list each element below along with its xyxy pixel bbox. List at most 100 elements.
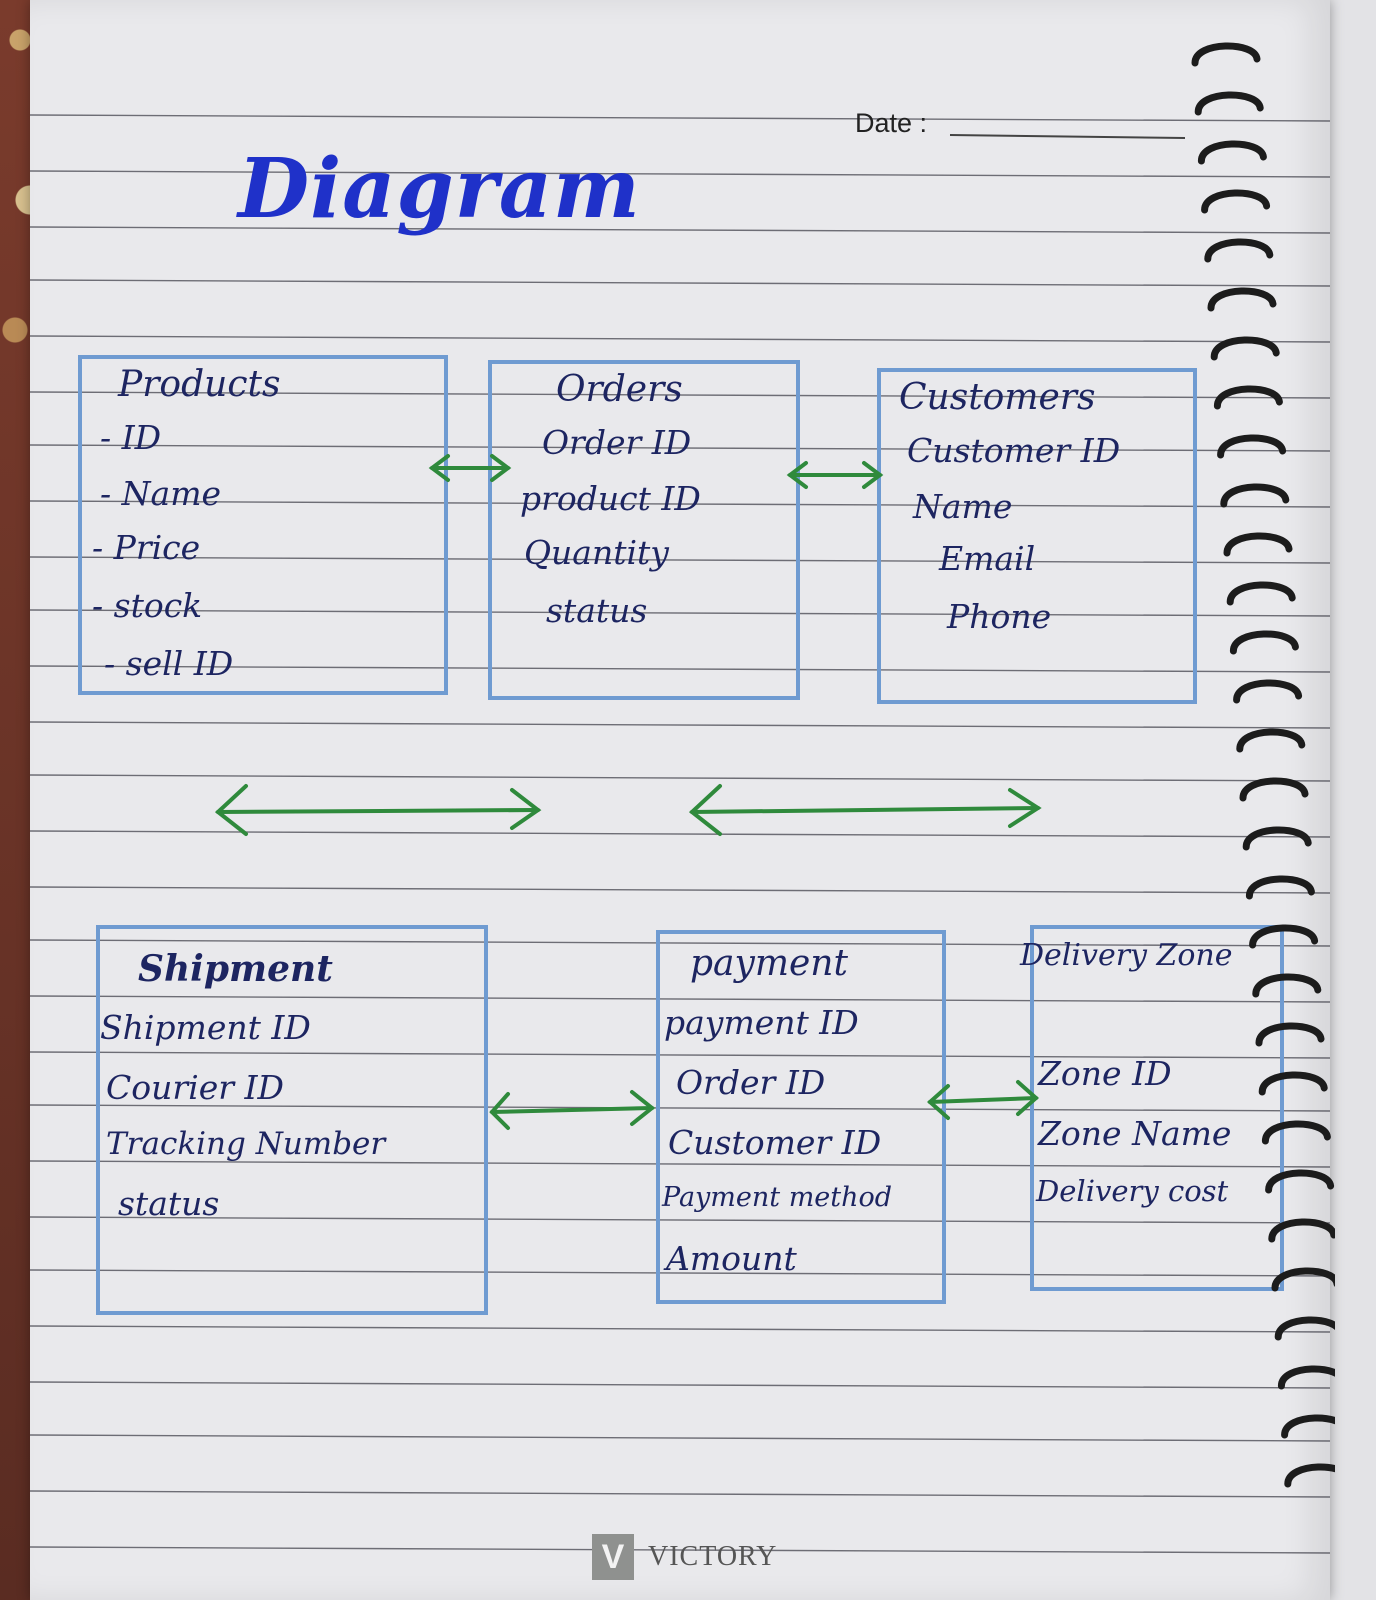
spiral-ring (1233, 679, 1303, 704)
ruled-line (30, 500, 1330, 508)
spiral-ring (1226, 581, 1296, 606)
spiral-ring (1284, 1463, 1335, 1488)
entity-field: status (118, 1184, 220, 1223)
entity-customers: Customers Customer ID Name Email Phone (877, 368, 1197, 704)
ruled-line (30, 444, 1330, 452)
ruled-line (30, 995, 1330, 1003)
spiral-ring (1213, 385, 1283, 410)
spiral-ring (1242, 826, 1312, 851)
spiral-ring (1191, 42, 1261, 67)
entity-field: Email (939, 539, 1036, 578)
entity-field: Quantity (524, 533, 669, 572)
spiral-ring (1281, 1414, 1335, 1439)
ruled-line (30, 1490, 1330, 1498)
ruled-line (30, 335, 1330, 343)
ruled-line (30, 1216, 1330, 1224)
ruled-line (30, 556, 1330, 564)
entity-field: Order ID (676, 1063, 826, 1102)
ruled-line (30, 774, 1330, 782)
entity-field: Customer ID (907, 431, 1121, 470)
arrow-shipment-payment (489, 1090, 656, 1130)
spiral-ring (1207, 287, 1277, 312)
arrow-payment-delivery-zone (926, 1080, 1040, 1120)
date-label: Date : (855, 108, 928, 138)
entity-field: Courier ID (106, 1068, 284, 1107)
arrow-products-orders (428, 454, 512, 482)
spiral-ring (1210, 336, 1280, 361)
entity-title: Products (118, 364, 281, 405)
arrow-orders-customers (786, 461, 884, 489)
spiral-ring (1201, 189, 1271, 214)
notebook-brand: V VICTORY (592, 1534, 777, 1580)
entity-field: product ID (520, 479, 701, 518)
entity-field: Shipment ID (100, 1008, 311, 1047)
entity-field: status (546, 591, 648, 630)
ruled-line (30, 886, 1330, 894)
entity-shipment: Shipment Shipment ID Courier ID Tracking… (96, 925, 488, 1315)
ruled-line (30, 721, 1330, 729)
ruled-line (30, 1381, 1330, 1389)
entity-products: Products - ID - Name - Price - stock - s… (78, 355, 448, 695)
ruled-line (30, 609, 1330, 617)
entity-field: Payment method (662, 1182, 893, 1213)
entity-title: payment (690, 943, 848, 984)
arrow-middle-right (688, 784, 1042, 836)
entity-title: Shipment (138, 948, 333, 990)
entity-field: Zone Name (1038, 1114, 1232, 1153)
entity-field: Delivery cost (1036, 1174, 1229, 1208)
ruled-line (30, 939, 1330, 947)
entity-title: Orders (556, 369, 683, 410)
entity-field: - Name (100, 474, 222, 513)
entity-field: Tracking Number (106, 1126, 386, 1162)
entity-title: Delivery Zone (1020, 938, 1233, 973)
spiral-ring (1217, 434, 1287, 459)
notebook-page (30, 0, 1330, 1600)
spiral-ring (1252, 973, 1322, 998)
spiral-ring (1249, 924, 1319, 949)
ruled-line (30, 1269, 1330, 1277)
entity-field: payment ID (664, 1003, 859, 1042)
spiral-ring (1274, 1316, 1335, 1341)
ruled-line (30, 1325, 1330, 1333)
spiral-ring (1236, 728, 1306, 753)
entity-field: Amount (666, 1239, 797, 1278)
spiral-ring (1245, 875, 1315, 900)
ruled-line (30, 391, 1330, 399)
spiral-ring (1194, 91, 1264, 116)
entity-delivery-zone: Delivery Zone Zone ID Zone Name Delivery… (1020, 925, 1284, 1291)
entity-title: Customers (899, 377, 1096, 418)
page-title: Diagram (238, 141, 641, 237)
spiral-ring (1229, 630, 1299, 655)
entity-field: Zone ID (1038, 1054, 1172, 1093)
ruled-line (30, 1160, 1330, 1168)
spiral-ring (1261, 1120, 1331, 1145)
ruled-line (30, 1051, 1330, 1059)
ruled-lines (30, 114, 1330, 1554)
spiral-binding (1191, 42, 1335, 1488)
spiral-ring (1197, 140, 1267, 165)
ruled-line (30, 226, 1330, 234)
ruled-line (30, 1434, 1330, 1442)
ruled-line (30, 170, 1330, 178)
spiral-ring (1255, 1022, 1325, 1047)
spiral-ring (1271, 1267, 1335, 1292)
entity-field: Phone (947, 597, 1052, 636)
entity-field: - sell ID (104, 644, 234, 683)
entity-field: - ID (100, 418, 162, 457)
entity-field: - stock (92, 586, 203, 625)
spiral-ring (1258, 1071, 1328, 1096)
spiral-ring (1239, 777, 1309, 802)
spiral-ring (1223, 532, 1293, 557)
ruled-line (30, 1104, 1330, 1112)
ruled-line (30, 114, 1330, 122)
ruled-line (30, 1546, 1330, 1554)
spiral-ring (1220, 483, 1290, 508)
spiral-ring (1265, 1169, 1335, 1194)
entity-field: - Price (92, 528, 201, 567)
ruled-line (30, 279, 1330, 287)
brand-name: VICTORY (648, 1541, 778, 1572)
ruled-line (30, 665, 1330, 673)
brand-logo: V (592, 1534, 634, 1580)
